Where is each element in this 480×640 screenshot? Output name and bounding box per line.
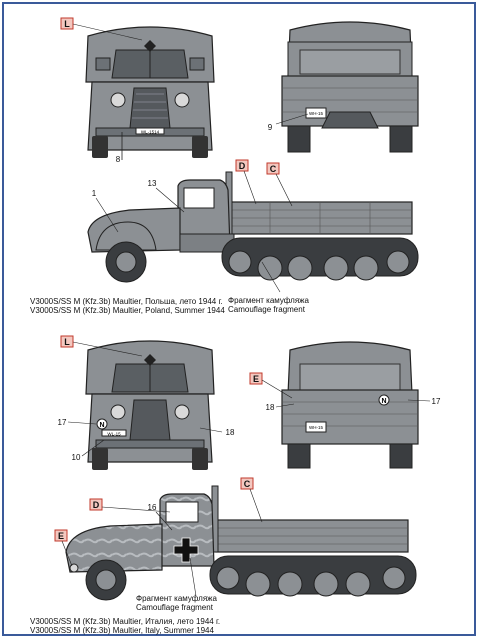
tag-l-top-front: L — [60, 17, 74, 30]
leader-1 — [95, 197, 119, 233]
leader-13 — [155, 187, 185, 213]
bottom-front-view: N WL-15 — [85, 340, 215, 470]
svg-text:E: E — [58, 531, 64, 541]
callout-18-rear: 18 — [266, 403, 275, 412]
leader-18-front — [199, 427, 223, 433]
leader-9 — [275, 113, 309, 125]
callout-8: 8 — [116, 155, 121, 164]
tag-d-bottom-side: D — [89, 498, 103, 511]
tag-c-top-side: C — [266, 162, 280, 175]
tag-l-bottom-front: L — [60, 335, 74, 348]
fragment-ru-bottom: Фрагмент камуфляжа — [136, 594, 217, 603]
leader-18-rear — [275, 403, 295, 408]
callout-10: 10 — [72, 453, 81, 462]
rear-license-plate-bottom: WH-15 — [309, 425, 323, 430]
caption-ru-bottom: V3000S/SS M (Kfz.3b) Maultier, Италия, л… — [30, 617, 221, 626]
leader-c-top — [275, 173, 293, 207]
leader-d-bottom — [101, 506, 171, 513]
callout-16: 16 — [148, 503, 157, 512]
leader-e-side — [61, 540, 73, 567]
fragment-en-top: Camouflage fragment — [228, 305, 305, 314]
tag-e-bottom-rear: E — [249, 372, 263, 385]
top-front-view: WL-1514 — [85, 26, 215, 160]
caption-en-top: V3000S/SS M (Kfz.3b) Maultier, Poland, S… — [30, 306, 225, 315]
caption-en-bottom: V3000S/SS M (Kfz.3b) Maultier, Italy, Su… — [30, 626, 214, 635]
leader-d-top — [243, 170, 257, 205]
leader-l-top-front — [72, 23, 143, 41]
leader-l-bottom-front — [72, 341, 143, 357]
leader-17-front — [67, 421, 97, 425]
top-rear-view: WH-15 — [281, 21, 419, 153]
leader-10 — [81, 439, 105, 457]
leader-fragment-bottom — [189, 557, 197, 597]
front-license-plate-top: WL-1514 — [141, 130, 160, 135]
svg-text:D: D — [93, 500, 100, 510]
callout-18-front: 18 — [226, 428, 235, 437]
tag-e-bottom-side: E — [54, 529, 68, 542]
page-frame — [2, 2, 476, 636]
rear-license-plate-top: WH-15 — [309, 111, 323, 116]
rear-n-marking: N — [381, 398, 386, 405]
top-side-view — [87, 171, 419, 283]
callout-13: 13 — [148, 179, 157, 188]
svg-text:C: C — [244, 479, 251, 489]
tag-d-top-side: D — [235, 159, 249, 172]
leader-17-rear — [407, 399, 431, 402]
svg-text:L: L — [64, 19, 70, 29]
front-license-plate-bottom: WL-15 — [107, 432, 121, 437]
callout-17-front: 17 — [58, 418, 67, 427]
tag-c-bottom-side: C — [240, 477, 254, 490]
callout-1: 1 — [92, 189, 97, 198]
svg-text:C: C — [270, 164, 277, 174]
bottom-side-view — [65, 485, 417, 601]
leader-c-bottom — [249, 488, 263, 523]
leader-e-rear — [261, 379, 293, 399]
leader-fragment-top — [261, 261, 281, 293]
leader-16 — [155, 511, 173, 531]
callout-17-rear: 17 — [432, 397, 441, 406]
caption-ru-top: V3000S/SS M (Kfz.3b) Maultier, Польша, л… — [30, 297, 223, 306]
svg-text:L: L — [64, 337, 70, 347]
svg-text:E: E — [253, 374, 259, 384]
front-n-marking: N — [99, 422, 104, 429]
bottom-rear-view: N WH-15 — [281, 341, 419, 469]
fragment-ru-top: Фрагмент камуфляжа — [228, 296, 309, 305]
callout-9: 9 — [268, 123, 273, 132]
svg-text:D: D — [239, 161, 246, 171]
fragment-en-bottom: Camouflage fragment — [136, 603, 213, 612]
